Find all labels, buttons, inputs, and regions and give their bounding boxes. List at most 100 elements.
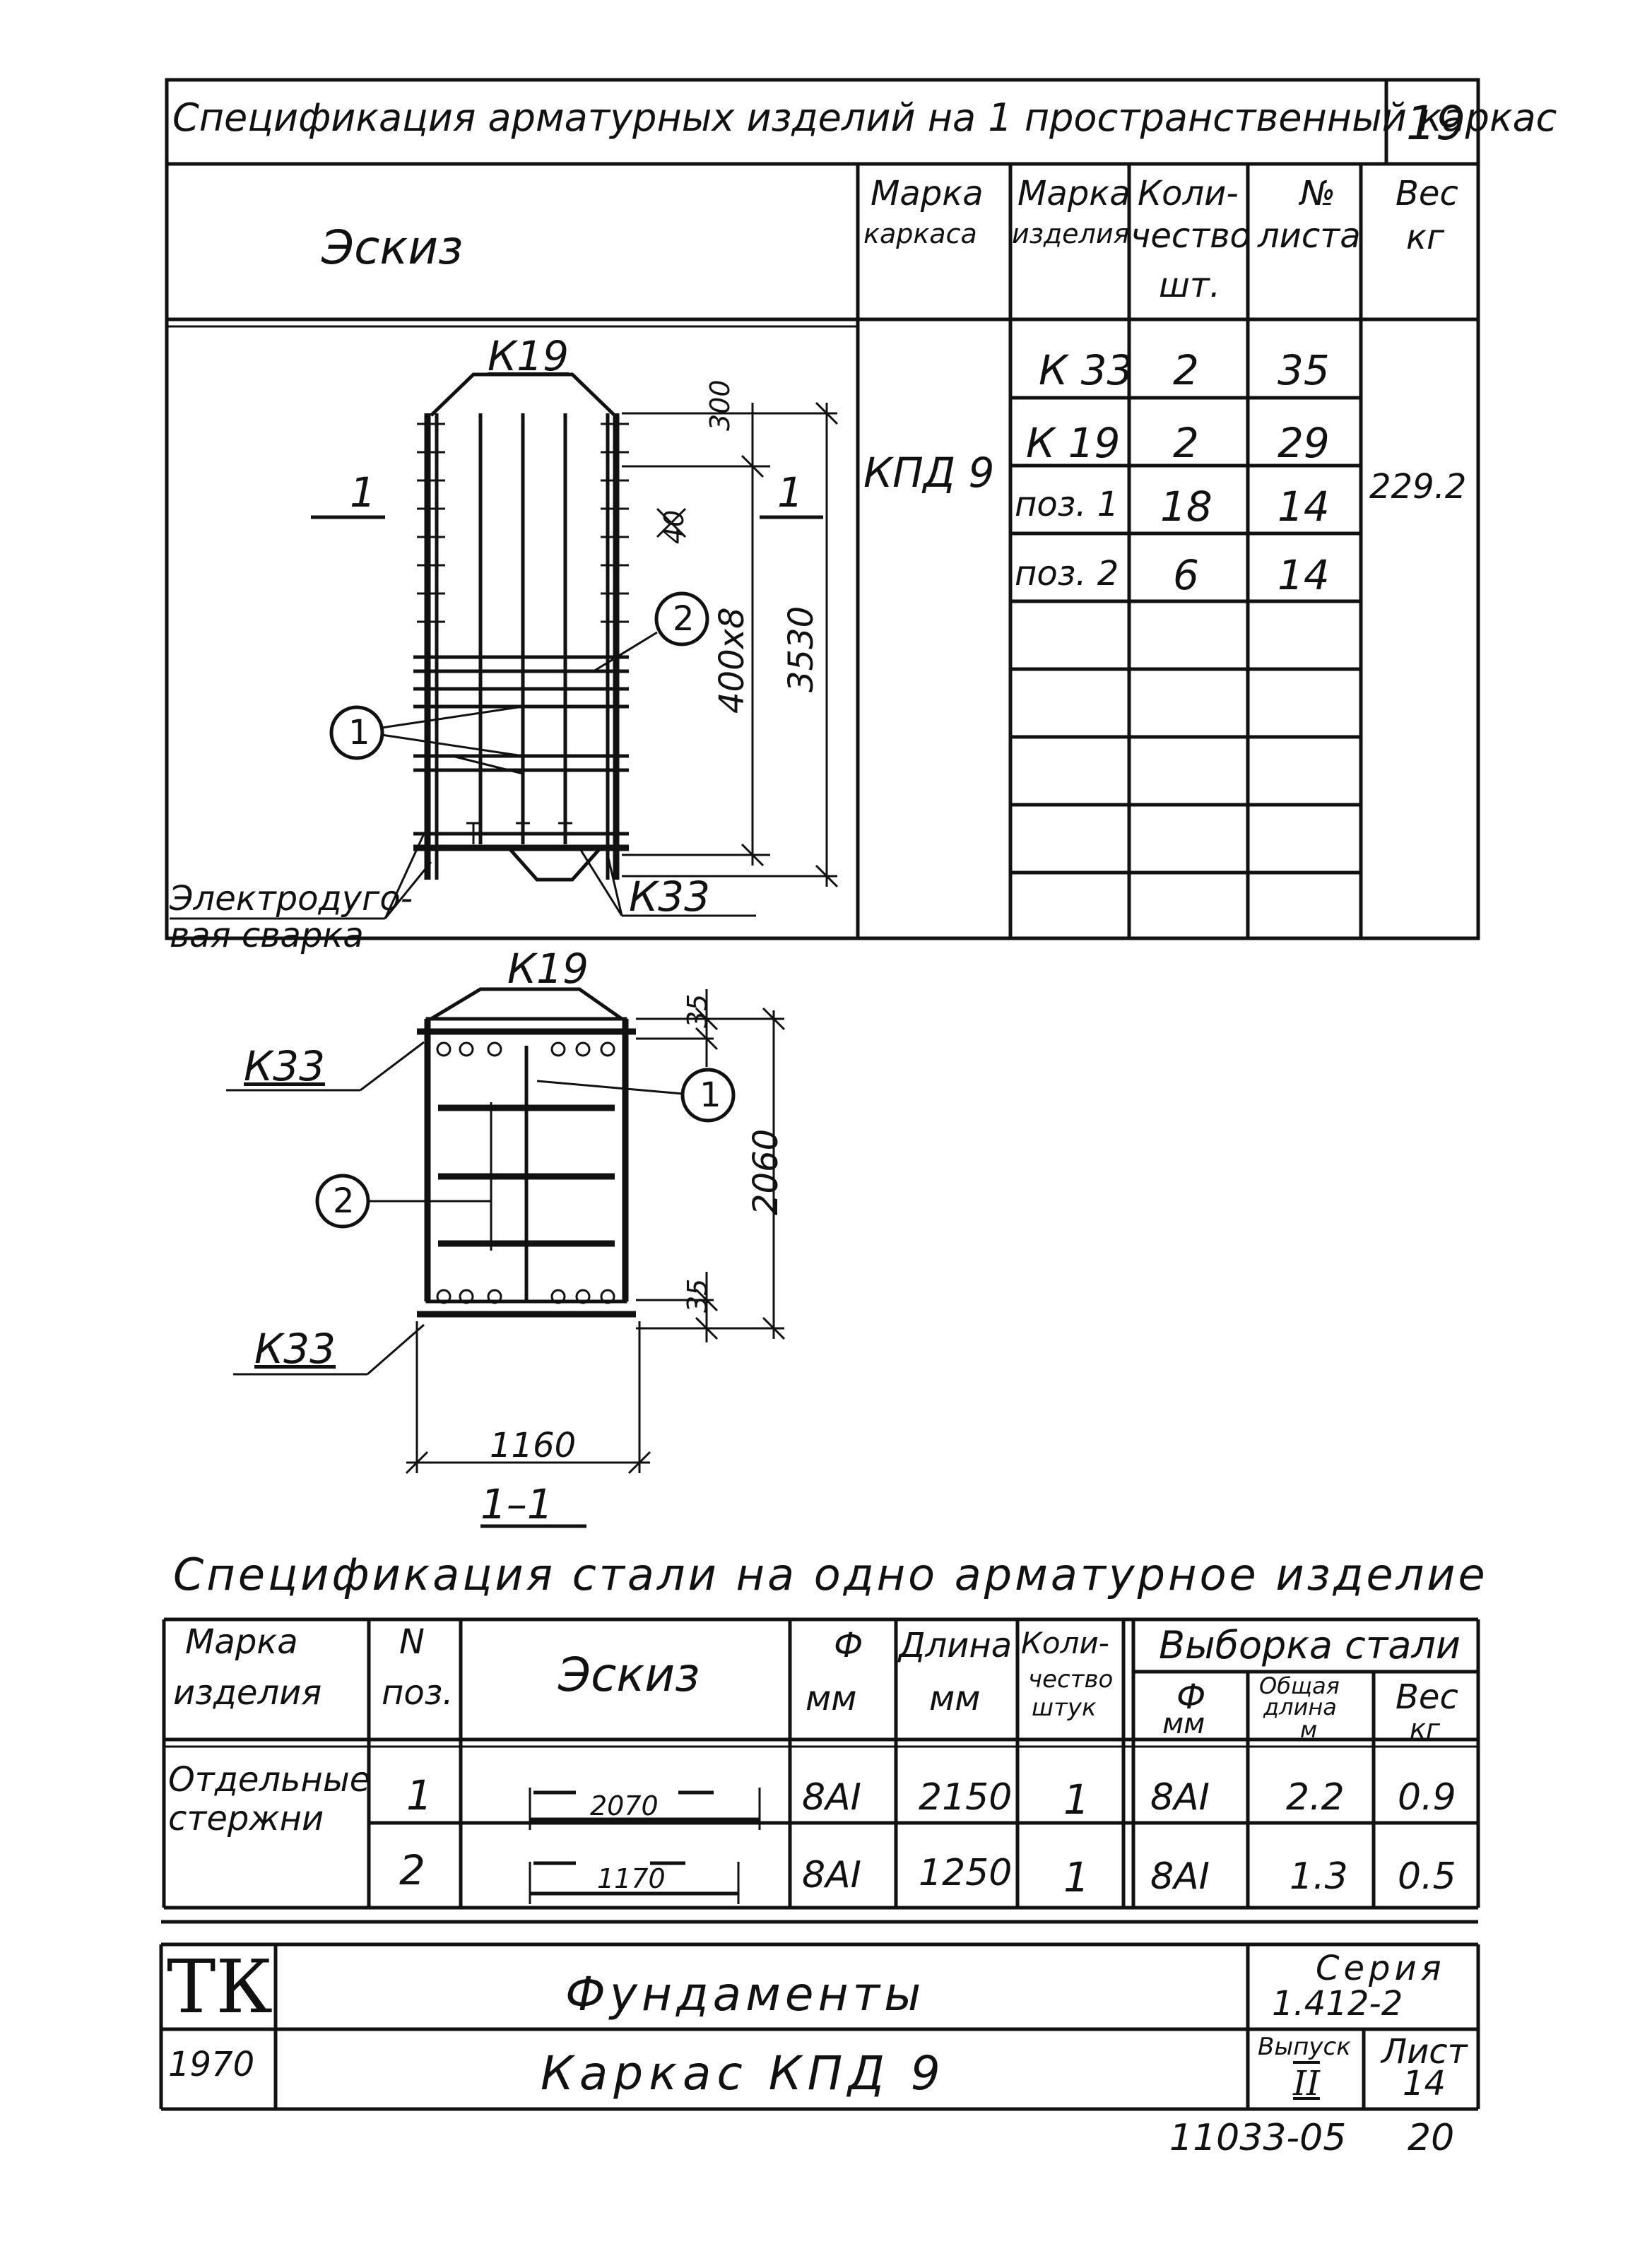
header-sketch: Эскиз (321, 220, 464, 275)
header-frame-mark-2: каркаса (863, 218, 977, 249)
row1-item: К 33 (1039, 346, 1133, 394)
row2-item: К 19 (1026, 419, 1121, 467)
issue-value: II (1293, 2064, 1320, 2103)
row2-sheet: 29 (1278, 419, 1330, 467)
year: 1970 (168, 2045, 255, 2084)
steel-spec-grid (162, 1617, 1480, 1910)
row3-sheet: 14 (1278, 483, 1330, 531)
steel-r1-count: 1 (1063, 1776, 1090, 1824)
steel-h-count-2: чество (1028, 1665, 1114, 1694)
dim-40: 40 (659, 509, 690, 544)
row2-qty: 2 (1173, 419, 1199, 467)
drawing-code: 11033-05 (1169, 2117, 1347, 2159)
steel-h-sel-len-2: длина (1263, 1694, 1337, 1720)
dim-35-top: 35 (682, 993, 713, 1028)
title-block-grid (159, 1920, 1480, 2111)
series-value: 1.412-2 (1272, 1984, 1403, 2024)
sheet-label: Лист (1381, 2032, 1468, 2072)
org-logo: ТК (167, 1944, 273, 2030)
section-mark-right: 1 (777, 468, 803, 516)
steel-item-mark-1: Отдельные (168, 1760, 371, 1800)
drawing-name: Каркас КПД 9 (541, 2046, 946, 2101)
steel-r2-sel-phi: 8АI (1150, 1855, 1210, 1898)
row4-item: поз. 2 (1015, 554, 1119, 594)
top-spec-title: Спецификация арматурных изделий на 1 про… (172, 95, 1557, 140)
steel-r1-length: 2150 (919, 1776, 1013, 1819)
steel-r1-sel-phi: 8АI (1150, 1776, 1210, 1819)
steel-h-sel-phi-2: мм (1162, 1708, 1205, 1740)
steel-r2-sketch-dim: 1170 (597, 1863, 666, 1894)
header-sheet-2: листа (1258, 216, 1361, 256)
steel-r2-count: 1 (1063, 1853, 1090, 1901)
steel-item-mark-2: стержни (168, 1799, 324, 1838)
steel-r1-phi: 8АI (802, 1776, 861, 1819)
steel-h-phi-1: Ф (834, 1626, 863, 1665)
steel-r1-pos: 1 (406, 1771, 432, 1819)
steel-h-selection: Выборка стали (1159, 1623, 1461, 1667)
steel-h-sel-weight-1: Вес (1396, 1677, 1458, 1717)
steel-h-sel-phi-1: Ф (1176, 1677, 1206, 1717)
steel-spec-title: Спецификация стали на одно арматурное из… (173, 1549, 1488, 1600)
row1-qty: 2 (1173, 346, 1199, 394)
header-qty-3: шт. (1159, 266, 1221, 305)
header-qty-1: Коли- (1138, 174, 1239, 213)
row1-sheet: 35 (1278, 346, 1330, 394)
steel-h-count-3: штук (1032, 1694, 1097, 1722)
steel-h-length-2: мм (929, 1679, 981, 1718)
steel-r1-sel-length: 2.2 (1286, 1776, 1345, 1819)
header-item-mark-2: изделия (1012, 218, 1130, 249)
steel-r2-length: 1250 (919, 1852, 1013, 1894)
header-sheet-1: № (1300, 174, 1335, 213)
elev-callout-1: 1 (348, 713, 370, 752)
steel-h-mark-1: Марка (185, 1622, 298, 1662)
section-title: 1–1 (480, 1480, 553, 1528)
series-label: Серия (1316, 1949, 1446, 1988)
header-weight-2: кг (1406, 218, 1445, 257)
header-item-mark-1: Марка (1017, 174, 1131, 213)
elev-callout-2: 2 (673, 599, 695, 639)
steel-h-pos-2: поз. (382, 1673, 454, 1713)
row4-sheet: 14 (1278, 551, 1330, 599)
steel-h-pos-1: N (399, 1622, 425, 1662)
dim-3530: 3530 (781, 606, 821, 692)
row3-item: поз. 1 (1015, 485, 1119, 524)
dim-400x8: 400х8 (712, 607, 752, 714)
sec-callout-2: 2 (333, 1181, 355, 1221)
sec-k19-label: К19 (507, 945, 589, 993)
dim-35-bottom: 35 (682, 1278, 713, 1313)
sheet-value: 14 (1403, 2064, 1446, 2103)
elev-k33-label: К33 (629, 873, 710, 921)
steel-r2-phi: 8АI (802, 1854, 861, 1896)
dim-300: 300 (704, 379, 736, 431)
steel-h-mark-2: изделия (173, 1673, 322, 1713)
welding-line-2: вая сварка (170, 916, 364, 955)
issue-label: Выпуск (1258, 2033, 1351, 2061)
row4-qty: 6 (1173, 551, 1199, 599)
steel-h-phi-2: мм (806, 1679, 857, 1718)
header-weight-1: Вес (1396, 174, 1458, 213)
steel-r1-sel-weight: 0.9 (1398, 1776, 1456, 1819)
top-spec-grid (165, 78, 1480, 940)
steel-h-sel-len-3: м (1300, 1716, 1318, 1743)
steel-h-sel-len-1: Общая (1259, 1672, 1340, 1699)
steel-h-length-1: Длина (899, 1626, 1013, 1665)
steel-h-sketch: Эскиз (558, 1648, 700, 1702)
sec-callout-1: 1 (700, 1075, 721, 1115)
dim-1160: 1160 (490, 1426, 577, 1465)
steel-r2-pos: 2 (399, 1846, 425, 1894)
weight-value: 229.2 (1369, 467, 1467, 507)
header-frame-mark-1: Марка (871, 174, 984, 213)
sheet-number: 19 (1406, 96, 1465, 150)
section-mark-left: 1 (350, 468, 376, 516)
steel-h-count-1: Коли- (1021, 1626, 1109, 1660)
sec-k33-bottom-label: К33 (254, 1325, 336, 1373)
elev-k19-label: К19 (488, 332, 569, 380)
subject: Фундаменты (565, 1967, 926, 2021)
steel-r1-sketch-dim: 2070 (590, 1790, 659, 1821)
dim-2060: 2060 (746, 1128, 786, 1215)
page-number: 20 (1408, 2117, 1455, 2159)
row3-qty: 18 (1160, 483, 1213, 531)
sec-k33-top-label: К33 (244, 1042, 325, 1090)
section-view (226, 987, 786, 1528)
